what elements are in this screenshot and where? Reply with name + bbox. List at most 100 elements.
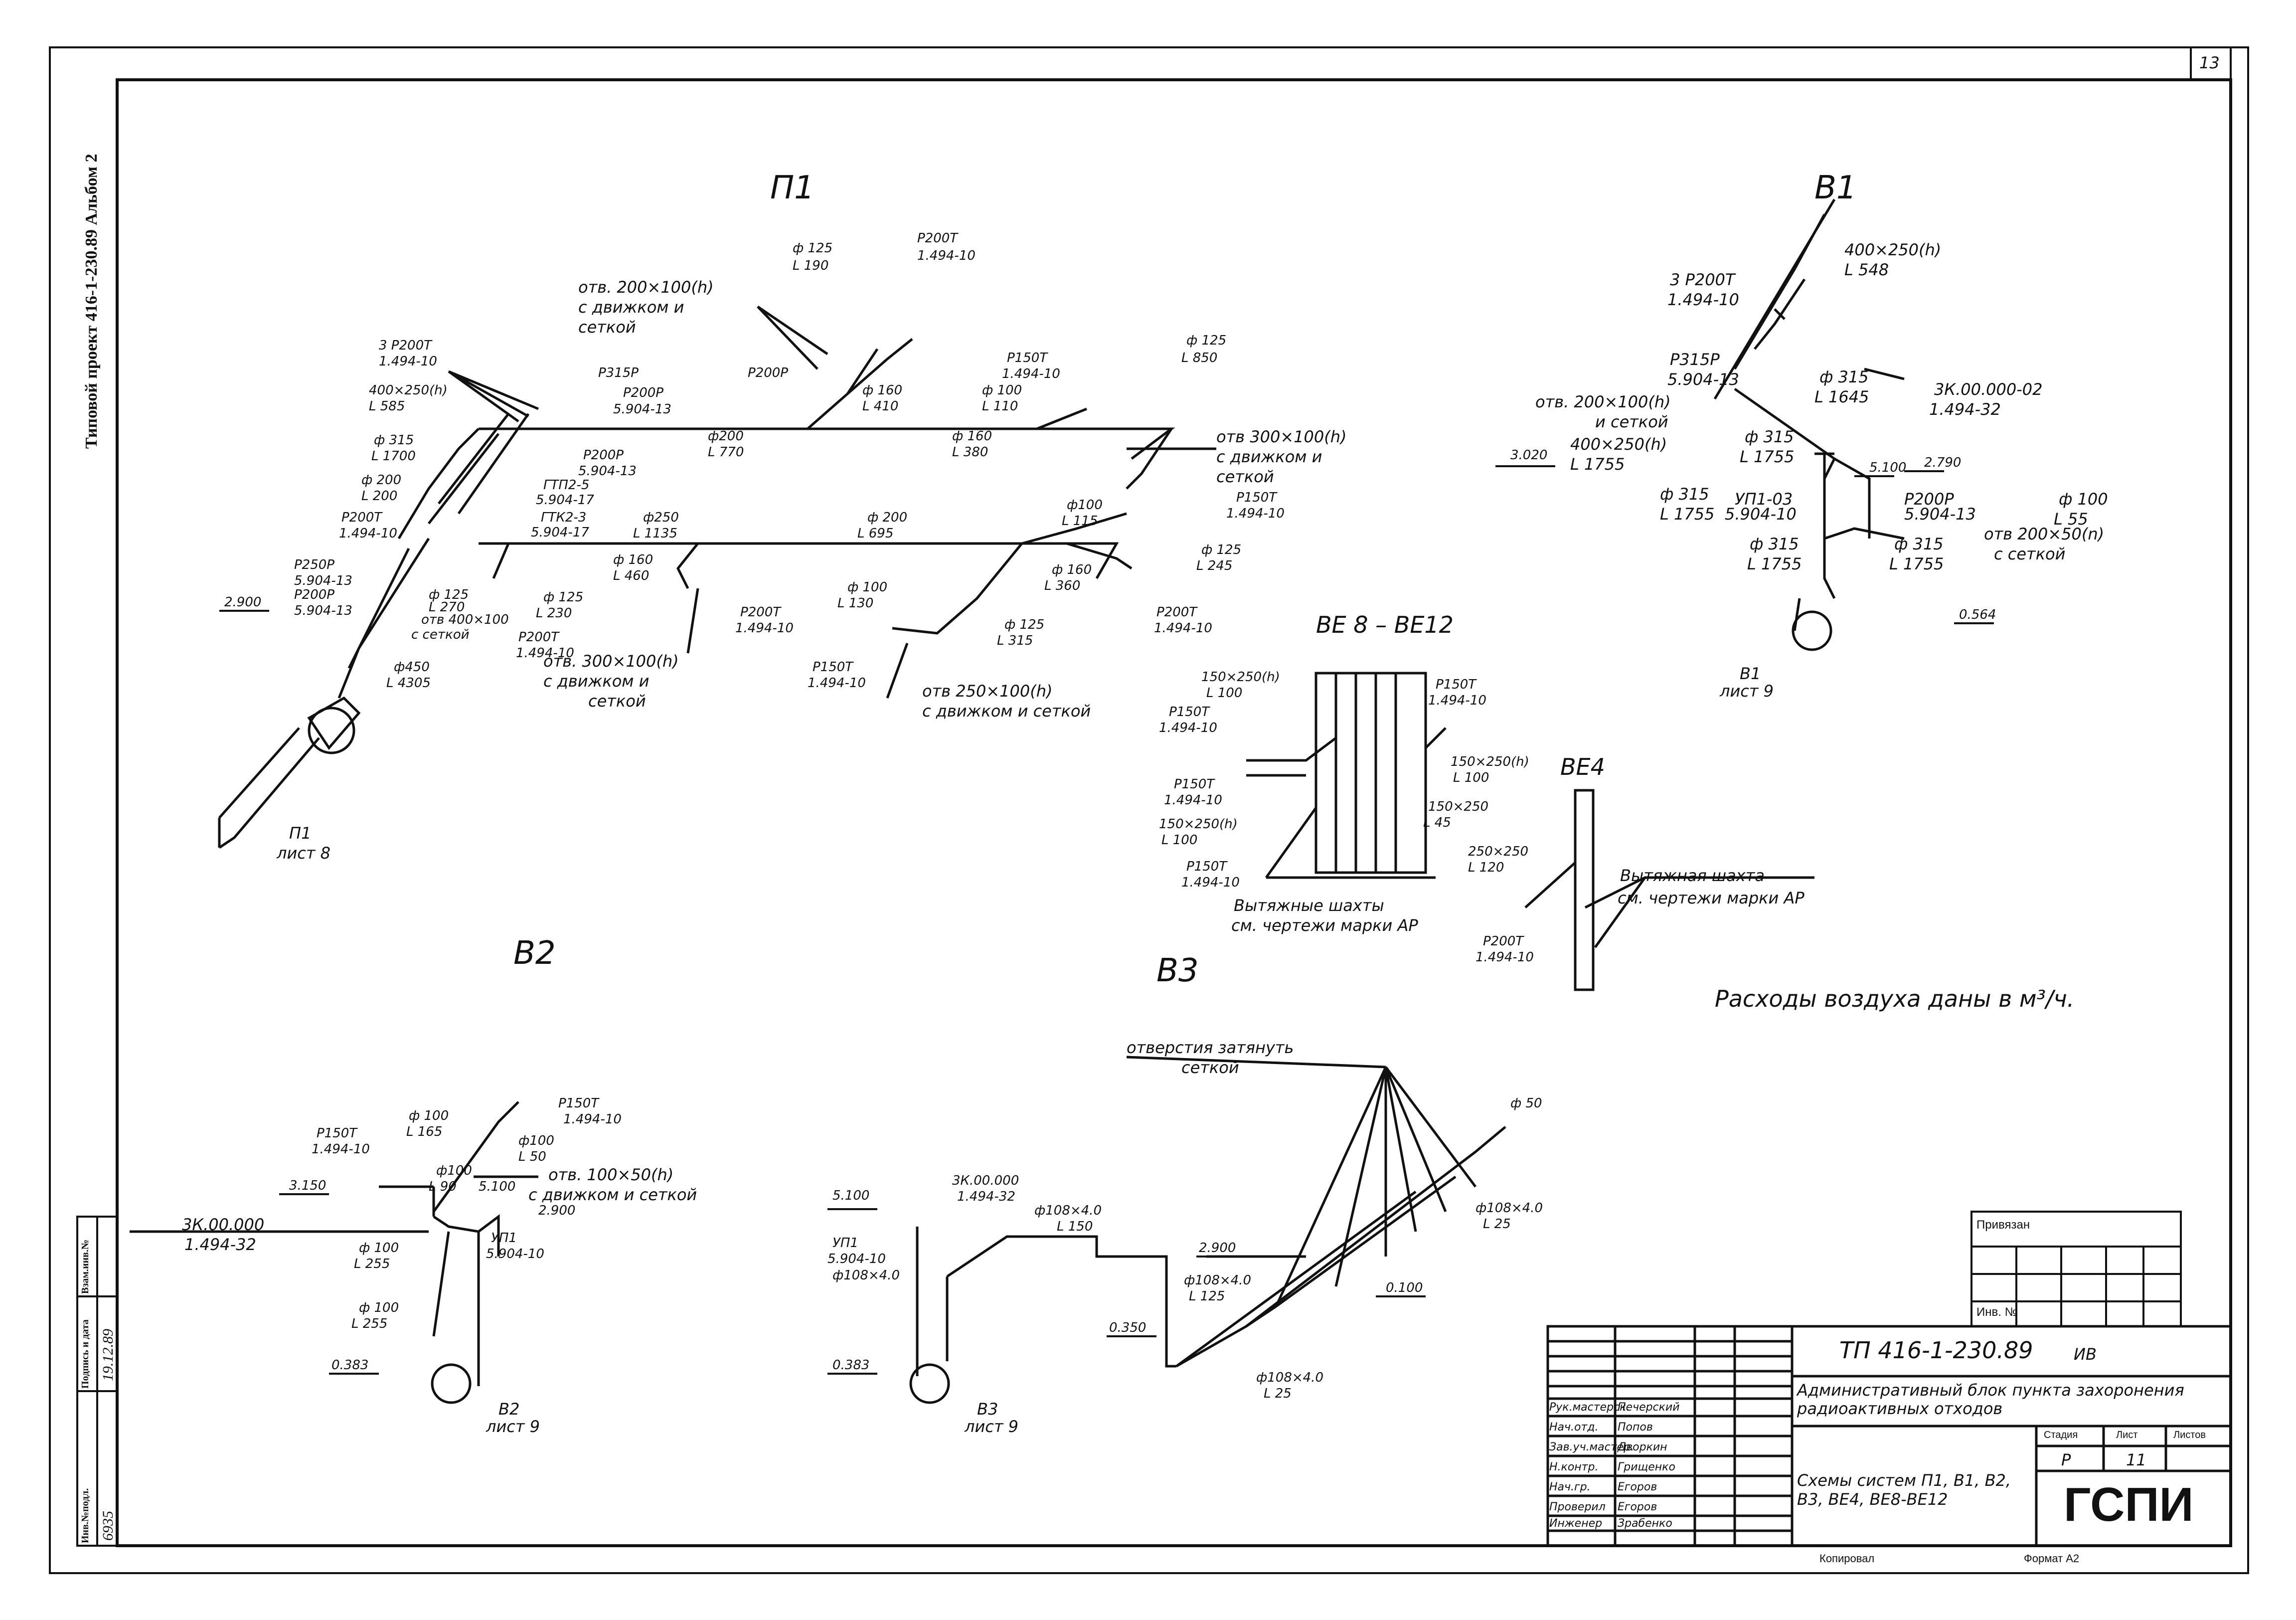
airflow-note: Расходы воздуха даны в м³/ч. [1715,985,2075,1012]
strip-header-sign: Подпись и дата [80,1319,91,1389]
b3-label: сеткой [1181,1058,1239,1077]
b1-label: В1 [1740,664,1761,683]
be4-label: L 120 [1468,860,1504,875]
be-label: 150×250(h) [1201,670,1280,685]
p1-label: Р200Т [341,510,382,525]
role-title: Н.контр. [1549,1461,1599,1473]
p1-label: L 460 [613,568,650,583]
b2-label: ф 100 [409,1108,449,1123]
b1-label: 5.904-13 [1904,505,1976,524]
b3-label: ф108×4.0 [1476,1201,1543,1216]
b1-label: L 548 [1844,260,1889,279]
p1-label: 5.904-13 [578,464,637,479]
b3-label: 2.900 [1199,1241,1236,1256]
p1-label: ф 160 [862,383,903,398]
b1-label: L 1755 [1570,455,1625,474]
be-label: 1.494-10 [1164,793,1222,808]
b2-label: 0.383 [331,1358,369,1373]
doc-code: ТП 416-1-230.89 [1839,1337,2033,1364]
b3-label: ф108×4.0 [832,1268,900,1283]
b2-label: 5.100 [479,1179,516,1194]
p1-label: отв. 300×100(h) [543,652,679,671]
be4-title: ВЕ4 [1560,753,1605,780]
p1-label: отв 400×100 [421,612,509,627]
b2-label: отв. 100×50(h) [548,1165,674,1184]
title-block [1548,1326,2231,1546]
p1-label: L 270 [429,600,465,615]
be4-label: Р200Т [1483,934,1524,949]
b3-title: В3 [1156,952,1199,989]
p1-label: отв 250×100(h) [922,682,1053,701]
p1-label: L 315 [997,633,1033,648]
b1-title: В1 [1814,170,1857,206]
outer-frame [50,47,2248,1573]
p1-label: 5.904-13 [613,402,671,417]
b2-label: Р150Т [317,1126,357,1141]
sheet-number: 13 [2199,53,2220,72]
p1-label: с движком и [578,298,684,317]
be4-label: 250×250 [1468,844,1529,859]
be-label: 1.494-10 [1159,720,1217,735]
p1-label: Р150Т [1007,351,1048,365]
p1-label: L 130 [837,596,874,611]
b2-schematic [130,1102,538,1403]
be8-be12-schematic [1246,673,1446,878]
sheet-number-box [2191,47,2231,80]
p1-label: ф 100 [847,580,888,595]
b1-label: 5.904-13 [1667,370,1739,389]
b2-label: УП1 [491,1231,517,1246]
strip-value-date: 19.12.89 [100,1329,116,1381]
p1-label: 2.900 [224,595,262,610]
p1-label: 5.904-17 [531,525,589,540]
role-name: Попов [1618,1421,1653,1434]
role-name: Дворкин [1618,1441,1667,1453]
role-name: Зрабенко [1618,1517,1672,1530]
p1-label: ф 160 [1052,562,1092,577]
p1-label: Р200Р [294,587,334,602]
be-label: L 100 [1206,686,1243,701]
p1-label: L 1135 [633,526,677,541]
b3-label: 5.904-10 [827,1252,886,1266]
p1-label: Р200Р [583,448,624,463]
role-title: Инженер [1549,1517,1603,1530]
be-label: см. чертежи марки АР [1231,916,1418,935]
p1-label: ГТП2-5 [543,478,590,493]
p1-label: сеткой [1216,467,1274,486]
p1-label: L 380 [952,445,988,460]
b1-label: 5.100 [1869,460,1907,475]
be4-schematic [1525,790,1814,990]
b3-label: 1.494-32 [957,1189,1015,1204]
b1-label: ф 315 [1819,367,1869,386]
b1-label: 1.494-32 [1929,400,2001,419]
p1-label: L 1700 [371,449,416,464]
p1-label: ф250 [643,510,679,525]
p1-label: ф 160 [613,552,654,567]
be4-label: 1.494-10 [1476,950,1534,965]
format-label: Формат А2 [2024,1552,2080,1565]
p1-label: ф 160 [952,429,992,444]
stamp-tied: Привязан [1976,1218,2030,1232]
role-title: Нач.отд. [1549,1421,1599,1434]
p1-title: П1 [770,170,815,206]
b2-label: ф 100 [359,1300,399,1315]
p1-label: L 410 [862,399,899,414]
be4-label: см. чертежи марки АР [1618,889,1804,907]
b1-label: УП1-03 [1735,490,1793,509]
b2-label: L 255 [354,1257,390,1271]
be-label: 150×250(h) [1451,754,1529,769]
strip-header-inv: Инв.№подл. [80,1488,91,1543]
stamp-inv: Инв. № [1976,1305,2018,1319]
b2-label: 3К.00.000 [182,1215,265,1234]
b3-label: L 25 [1483,1217,1511,1232]
be-label: L 45 [1423,815,1451,830]
b1-schematic [1715,199,1904,650]
p1-label: 1.494-10 [379,354,437,369]
p1-label: ф 100 [982,383,1022,398]
p1-label: ф 125 [1186,333,1227,348]
be4-label: Вытяжная шахта [1620,866,1765,885]
p1-label: L 200 [361,489,398,504]
p1-label: с сеткой [411,627,470,642]
p1-schematic [219,307,1216,848]
p1-label: L 850 [1181,351,1218,365]
b1-label: 400×250(h) [1570,435,1667,454]
